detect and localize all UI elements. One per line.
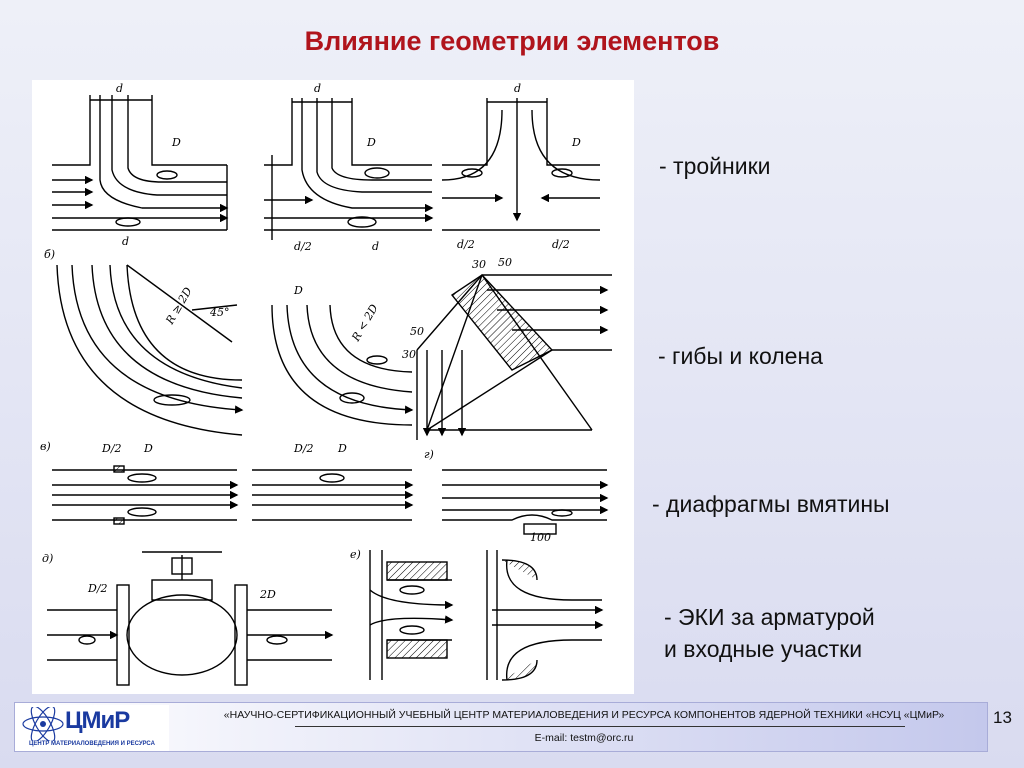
label-D-2: D	[366, 136, 376, 149]
footer: ЦМиР ЦЕНТР МАТЕРИАЛОВЕДЕНИЯ И РЕСУРСА «Н…	[14, 702, 988, 752]
label-section-v: в)	[40, 440, 51, 453]
slide-title: Влияние геометрии элементов	[304, 26, 720, 56]
label-section-d: д)	[42, 552, 53, 565]
label-D: D	[171, 136, 181, 149]
contact-email: E-mail: testm@orc.ru	[534, 732, 634, 744]
label-100: 100	[530, 531, 551, 544]
label-d-4: d	[514, 82, 521, 95]
label-d2-b: d/2	[457, 238, 475, 251]
label-d2: d/2	[294, 240, 312, 253]
logo-subtitle: ЦЕНТР МАТЕРИАЛОВЕДЕНИЯ И РЕСУРСА	[29, 741, 155, 747]
label-section-e: е)	[350, 548, 361, 561]
logo-text: ЦМиР	[65, 707, 130, 734]
diaphragm-2	[252, 469, 414, 521]
label-d2-c: d/2	[552, 238, 570, 251]
label-D-diaph: D	[143, 442, 153, 455]
footer-divider	[295, 726, 905, 727]
bullet-diaphragms: - диафрагмы вмятины	[652, 491, 890, 517]
label-r-ge: R ≥ 2D	[163, 285, 195, 327]
bullet-valves: - ЭКИ за арматурой и входные участки	[664, 601, 875, 665]
label-50-b: 50	[410, 325, 424, 338]
label-30-a: 30	[472, 258, 486, 271]
flow-diagram-figure: d D d d D d/2 d d D d/2 d/2 б) R ≥ 2D 45…	[32, 80, 634, 694]
bend-small	[271, 304, 414, 426]
entrance-2	[486, 550, 604, 681]
label-d-2: d	[314, 82, 321, 95]
bullet-bends: - гибы и колена	[658, 343, 823, 369]
tee-3	[441, 98, 601, 231]
diaphragm-1	[52, 465, 239, 525]
label-D2-b: D/2	[293, 442, 314, 455]
label-d: d	[116, 82, 123, 95]
bullet-valves-line1: - ЭКИ за арматурой	[664, 604, 875, 630]
bend-large	[56, 264, 244, 436]
label-section-g: г)	[424, 448, 434, 461]
entrance-1	[369, 550, 454, 680]
page-number: 13	[993, 708, 1012, 727]
label-D2-c: D/2	[87, 582, 108, 595]
bullet-valves-line2: и входные участки	[664, 636, 863, 662]
label-d-bottom: d	[122, 235, 129, 248]
label-D2: D/2	[101, 442, 122, 455]
atom-icon	[22, 707, 64, 741]
mitre-elbow	[416, 274, 612, 440]
label-2D: 2D	[259, 588, 276, 601]
dent	[442, 469, 609, 535]
label-50-a: 50	[498, 256, 512, 269]
tee-1	[52, 95, 229, 231]
label-r-lt: R < 2D	[349, 302, 381, 344]
label-D-bend: D	[293, 284, 303, 297]
tee-2	[264, 98, 434, 240]
bullet-tees: - тройники	[659, 153, 771, 179]
label-D-diaph-2: D	[337, 442, 347, 455]
valve	[47, 551, 334, 686]
org-logo: ЦМиР ЦЕНТР МАТЕРИАЛОВЕДЕНИЯ И РЕСУРСА	[19, 705, 169, 751]
label-d-3: d	[372, 240, 379, 253]
organization-name: «НАУЧНО-СЕРТИФИКАЦИОННЫЙ УЧЕБНЫЙ ЦЕНТР М…	[223, 709, 945, 721]
label-30-b: 30	[402, 348, 416, 361]
flow-diagram: d D d d D d/2 d d D d/2 d/2 б) R ≥ 2D 45…	[40, 82, 612, 686]
label-angle: 45°	[209, 306, 230, 319]
label-D-4: D	[571, 136, 581, 149]
label-section-b: б)	[44, 248, 55, 261]
